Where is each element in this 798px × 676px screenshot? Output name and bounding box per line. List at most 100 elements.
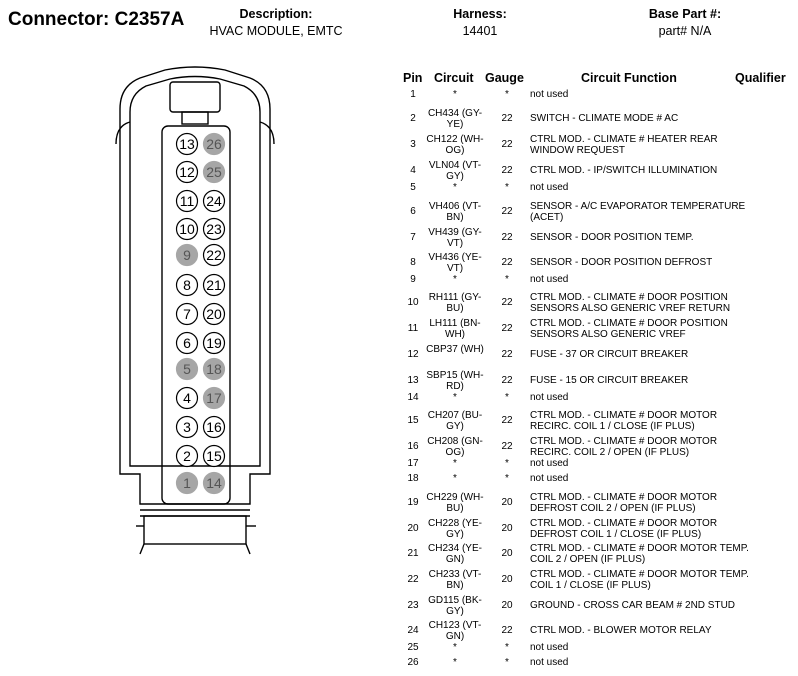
- wire-gauge: *: [505, 657, 509, 668]
- circuit-id: *: [453, 274, 457, 285]
- circuit-function: SENSOR - DOOR POSITION TEMP.: [530, 232, 694, 243]
- wire-gauge: *: [505, 392, 509, 403]
- circuit-id: LH111 (BN-WH): [429, 318, 481, 340]
- circuit-function: CTRL MOD. - CLIMATE # DOOR POSITION SENS…: [530, 318, 728, 340]
- circuit-function: FUSE - 15 OR CIRCUIT BREAKER: [530, 375, 689, 386]
- circuit-id: CH234 (YE-GN): [428, 543, 482, 565]
- wire-gauge: *: [505, 458, 509, 469]
- wire-gauge: 22: [501, 139, 513, 150]
- connector-pin: 12: [175, 160, 199, 184]
- connector-pin: 23: [202, 217, 226, 241]
- circuit-function: not used: [530, 473, 569, 484]
- connector-pin-label: 2: [183, 448, 191, 464]
- circuit-function: FUSE - 37 OR CIRCUIT BREAKER: [530, 349, 689, 360]
- pin-number: 14: [407, 392, 419, 403]
- connector-pin-label: 1: [183, 475, 191, 491]
- connector-pin: 8: [175, 273, 199, 297]
- column-header-pin: Pin: [403, 71, 423, 85]
- pin-number: 17: [407, 458, 419, 469]
- wire-gauge: *: [505, 642, 509, 653]
- circuit-function: not used: [530, 182, 569, 193]
- connector-pin: 22: [202, 243, 226, 267]
- pin-number: 2: [410, 113, 416, 124]
- connector-pin-label: 12: [179, 164, 195, 180]
- connector-pin-label: 17: [206, 390, 222, 406]
- connector-pin-label: 16: [206, 419, 222, 435]
- circuit-id: CH229 (WH-BU): [426, 492, 484, 514]
- connector-pin-label: 4: [183, 390, 191, 406]
- pin-number: 3: [410, 139, 416, 150]
- connector-pin-label: 15: [206, 448, 222, 464]
- pin-number: 6: [410, 206, 416, 217]
- circuit-function: GROUND - CROSS CAR BEAM # 2ND STUD: [530, 600, 736, 611]
- pin-number: 11: [407, 323, 419, 334]
- pin-number: 13: [407, 375, 419, 386]
- circuit-function: SWITCH - CLIMATE MODE # AC: [530, 113, 679, 124]
- circuit-id: *: [453, 473, 457, 484]
- wire-gauge: 20: [501, 548, 513, 559]
- connector-diagram: 1312111098765432126252423222120191817161…: [115, 66, 275, 555]
- pin-number: 23: [407, 600, 419, 611]
- pin-number: 15: [407, 415, 419, 426]
- connector-pin-label: 21: [206, 277, 222, 293]
- connector-pin: 18: [202, 357, 226, 381]
- pin-number: 22: [407, 574, 419, 585]
- column-header-function: Circuit Function: [581, 71, 677, 85]
- circuit-function: not used: [530, 458, 569, 469]
- connector-pin-label: 13: [179, 136, 195, 152]
- pin-number: 8: [410, 257, 416, 268]
- circuit-id: *: [453, 458, 457, 469]
- connector-pin: 4: [175, 386, 199, 410]
- circuit-id: GD115 (BK-GY): [428, 595, 482, 617]
- pin-number: 5: [410, 182, 416, 193]
- connector-pin: 2: [175, 444, 199, 468]
- wire-gauge: 20: [501, 600, 513, 611]
- column-header-circuit: Circuit: [434, 71, 474, 85]
- circuit-function: not used: [530, 274, 569, 285]
- connector-pin: 9: [175, 243, 199, 267]
- connector-pin-label: 8: [183, 277, 191, 293]
- wire-gauge: *: [505, 274, 509, 285]
- pin-number: 25: [407, 642, 419, 653]
- pin-number: 20: [407, 523, 419, 534]
- wire-gauge: 22: [501, 232, 513, 243]
- wire-gauge: *: [505, 473, 509, 484]
- wire-gauge: 22: [501, 415, 513, 426]
- circuit-function: CTRL MOD. - CLIMATE # DOOR MOTOR TEMP. C…: [530, 569, 749, 591]
- pin-number: 18: [407, 473, 419, 484]
- wire-gauge: 22: [501, 206, 513, 217]
- connector-pin: 26: [202, 132, 226, 156]
- connector-pin-label: 19: [206, 335, 222, 351]
- connector-pin-label: 24: [206, 193, 222, 209]
- pin-number: 9: [410, 274, 416, 285]
- connector-pin: 17: [202, 386, 226, 410]
- circuit-id: CH228 (YE-GY): [428, 518, 482, 540]
- circuit-id: *: [453, 642, 457, 653]
- circuit-function: not used: [530, 657, 569, 668]
- connector-pin: 16: [202, 415, 226, 439]
- connector-pin: 5: [175, 357, 199, 381]
- circuit-function: SENSOR - DOOR POSITION DEFROST: [530, 257, 713, 268]
- connector-pin-label: 26: [206, 136, 222, 152]
- connector-pin: 6: [175, 331, 199, 355]
- wire-gauge: 22: [501, 349, 513, 360]
- wire-gauge: 22: [501, 297, 513, 308]
- base-part-block: Base Part #: part# N/A: [620, 6, 750, 40]
- circuit-function: CTRL MOD. - CLIMATE # DOOR MOTOR RECIRC.…: [530, 436, 718, 458]
- circuit-id: *: [453, 89, 457, 100]
- circuit-id: CH208 (GN-OG): [427, 436, 483, 458]
- circuit-id: *: [453, 657, 457, 668]
- circuit-function: CTRL MOD. - CLIMATE # DOOR MOTOR RECIRC.…: [530, 410, 718, 432]
- connector-pin: 20: [202, 302, 226, 326]
- description-value: HVAC MODULE, EMTC: [209, 24, 343, 38]
- circuit-function: not used: [530, 642, 569, 653]
- circuit-function: CTRL MOD. - CLIMATE # DOOR MOTOR TEMP. C…: [530, 543, 749, 565]
- circuit-function: CTRL MOD. - CLIMATE # DOOR POSITION SENS…: [530, 292, 731, 314]
- connector-pin: 19: [202, 331, 226, 355]
- base-part-label: Base Part #:: [648, 7, 722, 21]
- connector-pin: 1: [175, 471, 199, 495]
- connector-pin: 13: [175, 132, 199, 156]
- pin-number: 1: [410, 89, 416, 100]
- pin-number: 12: [407, 349, 419, 360]
- base-part-value: part# N/A: [658, 24, 712, 38]
